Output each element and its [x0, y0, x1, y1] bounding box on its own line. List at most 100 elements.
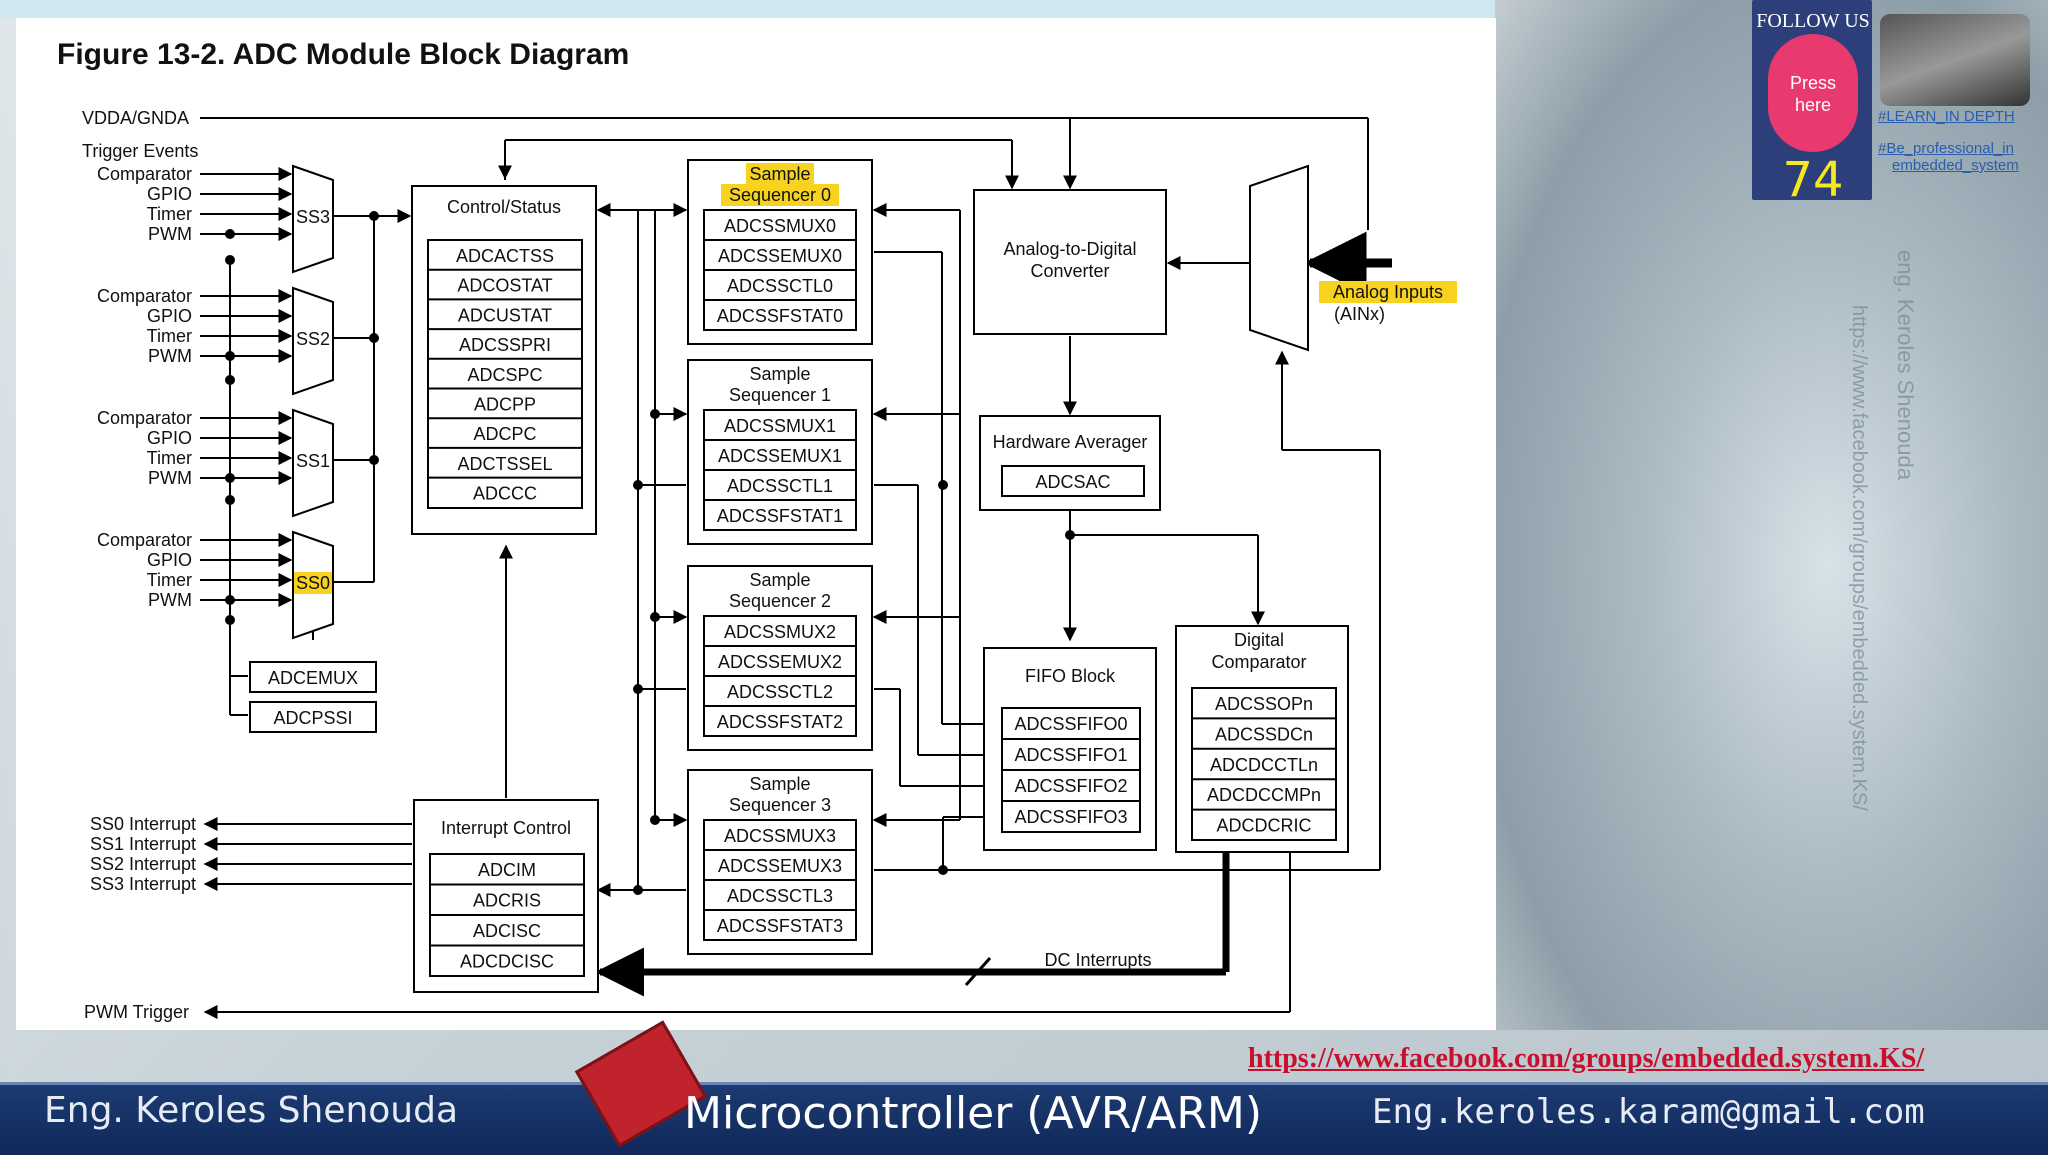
trigger-events-label: Trigger Events: [82, 141, 198, 161]
reg-adcssemux2: ADCSSEMUX2: [718, 652, 842, 672]
pwm-trigger-label: PWM Trigger: [84, 1002, 189, 1022]
facebook-group-link[interactable]: https://www.facebook.com/groups/embedded…: [1248, 1043, 1925, 1074]
follow-us-text: FOLLOW US: [1756, 10, 1870, 32]
mux-ss3: [292, 164, 334, 274]
control-status-registers: [427, 239, 583, 509]
trigger-comparator-ss2: Comparator: [97, 286, 192, 306]
reg-adcssfifo3: ADCSSFIFO3: [1014, 807, 1127, 827]
figure-title: Figure 13-2. ADC Module Block Diagram: [57, 38, 630, 71]
vdda-label: VDDA/GNDA: [82, 108, 189, 128]
reg-adcssemux3: ADCSSEMUX3: [718, 856, 842, 876]
trigger-pwm-ss3: PWM: [148, 224, 192, 244]
adcsac-box: [1001, 465, 1145, 497]
reg-adcdcctln: ADCDCCTLn: [1210, 755, 1318, 775]
ainx-label: (AINx): [1334, 304, 1385, 324]
mux-ss2: [292, 286, 334, 396]
reg-adcssdcn: ADCSSDCn: [1215, 724, 1313, 744]
interrupt-control-title: Interrupt Control: [441, 818, 571, 838]
adcemux-label: ADCEMUX: [268, 668, 358, 688]
reg-adcris: ADCRIS: [473, 891, 541, 911]
reg-adccc: ADCCC: [473, 484, 537, 504]
reg-adcssmux3: ADCSSMUX3: [724, 826, 836, 846]
sequencer-subtitle-1: Sequencer 1: [729, 385, 831, 405]
reg-adctssel: ADCTSSEL: [457, 454, 552, 474]
interrupt-label-1: SS1 Interrupt: [90, 834, 196, 854]
footer-bar: [0, 1082, 2048, 1155]
press-here-button[interactable]: [1768, 34, 1858, 152]
reg-adcssemux0: ADCSSEMUX0: [718, 246, 842, 266]
footer-email[interactable]: Eng.keroles.karam@gmail.com: [1372, 1092, 1925, 1132]
trigger-timer-ss3: Timer: [147, 204, 192, 224]
junction-dot: [225, 351, 235, 361]
analog-inputs-label-highlight: [1319, 281, 1457, 303]
footer-course-title: Microcontroller (AVR/ARM): [684, 1088, 1263, 1139]
reg-adcdcisc: ADCDCISC: [460, 952, 554, 972]
trigger-timer-ss0: Timer: [147, 570, 192, 590]
sequencer-title-1: Sample: [749, 364, 810, 384]
trigger-timer-ss1: Timer: [147, 448, 192, 468]
mux-label-ss2: SS2: [296, 329, 330, 349]
reg-adcsspri: ADCSSPRI: [459, 335, 551, 355]
reg-adcssfstat2: ADCSSFSTAT2: [717, 712, 843, 732]
trigger-comparator-ss0: Comparator: [97, 530, 192, 550]
analog-input-mux: [1249, 164, 1309, 352]
reg-adcustat: ADCUSTAT: [458, 305, 552, 325]
trigger-comparator-ss1: Comparator: [97, 408, 192, 428]
reg-adcssctl0: ADCSSCTL0: [727, 276, 833, 296]
analog-inputs-label: Analog Inputs: [1333, 282, 1443, 302]
reg-adcssfstat1: ADCSSFSTAT1: [717, 506, 843, 526]
mux-label-ss3: SS3: [296, 207, 330, 227]
trigger-gpio-ss0: GPIO: [147, 550, 192, 570]
dc-interrupts-label: DC Interrupts: [1044, 950, 1151, 970]
reg-adcsac: ADCSAC: [1035, 472, 1110, 492]
here-text: here: [1794, 95, 1832, 115]
reg-adcssopn: ADCSSOPn: [1215, 694, 1313, 714]
reg-adcssfstat0: ADCSSFSTAT0: [717, 306, 843, 326]
reg-adcssctl2: ADCSSCTL2: [727, 682, 833, 702]
sequencer-title-0: Sample: [749, 164, 810, 184]
sequencer-subtitle-0: Sequencer 0: [729, 185, 831, 205]
vertical-author-watermark: eng. Keroles Shenouda: [1893, 250, 1918, 480]
reg-adcssctl1: ADCSSCTL1: [727, 476, 833, 496]
junction-dot: [225, 595, 235, 605]
interrupt-label-0: SS0 Interrupt: [90, 814, 196, 834]
reg-adcpp: ADCPP: [474, 395, 536, 415]
trigger-comparator-ss3: Comparator: [97, 164, 192, 184]
reg-adcssfifo0: ADCSSFIFO0: [1014, 714, 1127, 734]
junction-dot: [225, 473, 235, 483]
interrupt-label-2: SS2 Interrupt: [90, 854, 196, 874]
vertical-url-watermark: https://www.facebook.com/groups/embedded…: [1848, 305, 1870, 811]
reg-adcactss: ADCACTSS: [456, 246, 554, 266]
control-status-title: Control/Status: [447, 197, 561, 217]
comparator-line2: Comparator: [1211, 652, 1306, 672]
comparator-line1: Digital: [1234, 630, 1284, 650]
mux-ss1: [292, 408, 334, 518]
adcpssi-label: ADCPSSI: [273, 708, 352, 728]
reg-adcim: ADCIM: [478, 860, 536, 880]
junction-dot: [225, 229, 235, 239]
reg-adcssfifo1: ADCSSFIFO1: [1014, 745, 1127, 765]
averager-title: Hardware Averager: [993, 432, 1148, 452]
trigger-timer-ss2: Timer: [147, 326, 192, 346]
tag-be-professional[interactable]: #Be_professional_in: [1878, 140, 2014, 157]
tag-learn-in-depth[interactable]: #LEARN_IN DEPTH: [1878, 108, 2015, 125]
reg-adcdcric: ADCDCRIC: [1216, 816, 1311, 836]
reg-adcssmux2: ADCSSMUX2: [724, 622, 836, 642]
reg-adcssemux1: ADCSSEMUX1: [718, 446, 842, 466]
reg-adcssmux0: ADCSSMUX0: [724, 216, 836, 236]
tag-embedded-system[interactable]: embedded_system: [1892, 157, 2019, 174]
sequencer-title-3: Sample: [749, 774, 810, 794]
press-text: Press: [1789, 73, 1836, 93]
car-thumbnail-image: [1880, 14, 2030, 106]
reg-adcdccmpn: ADCDCCMPn: [1207, 785, 1321, 805]
converter-line1: Analog-to-Digital: [1003, 239, 1136, 259]
converter-line2: Converter: [1030, 261, 1109, 281]
sequencer-subtitle-2: Sequencer 2: [729, 591, 831, 611]
mux-label-ss1: SS1: [296, 451, 330, 471]
trigger-pwm-ss0: PWM: [148, 590, 192, 610]
interrupt-label-3: SS3 Interrupt: [90, 874, 196, 894]
adcpssi-box: [249, 701, 377, 733]
mux-label-ss0-highlight: [294, 572, 332, 594]
